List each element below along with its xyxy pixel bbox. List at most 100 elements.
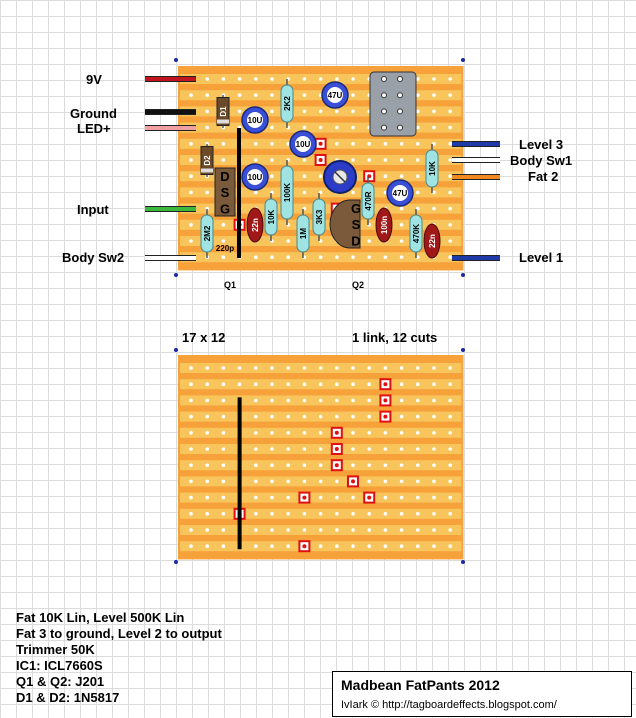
hole bbox=[189, 382, 193, 387]
hole bbox=[189, 495, 193, 500]
hole bbox=[448, 93, 453, 97]
hole bbox=[205, 447, 209, 451]
hole bbox=[399, 544, 404, 548]
hole bbox=[367, 239, 372, 243]
hole bbox=[416, 206, 420, 211]
hole bbox=[205, 528, 209, 532]
hole bbox=[448, 495, 453, 500]
label-input: Input bbox=[77, 202, 109, 217]
hole bbox=[254, 382, 258, 387]
hole bbox=[448, 109, 453, 114]
hole bbox=[335, 479, 339, 484]
resistor-body bbox=[296, 214, 310, 253]
hole bbox=[286, 431, 291, 435]
hole bbox=[189, 158, 193, 162]
hole bbox=[383, 366, 388, 370]
hole bbox=[416, 158, 420, 162]
hole bbox=[448, 206, 453, 211]
hole bbox=[205, 125, 209, 130]
hole bbox=[254, 77, 258, 81]
resistor-label: 2K2 bbox=[283, 96, 292, 111]
cut-hole bbox=[302, 544, 307, 549]
hole bbox=[270, 447, 274, 451]
hole bbox=[318, 479, 323, 484]
hole bbox=[189, 93, 193, 97]
hole bbox=[399, 414, 404, 419]
cut-hole bbox=[383, 382, 388, 387]
hole bbox=[302, 93, 307, 97]
hole bbox=[302, 479, 307, 484]
hole bbox=[383, 495, 388, 500]
hole bbox=[351, 414, 355, 419]
resistor-r_3k3: 3K3 bbox=[312, 193, 326, 241]
hole bbox=[270, 528, 274, 532]
hole bbox=[367, 463, 372, 468]
hole bbox=[286, 495, 291, 500]
hole bbox=[416, 544, 420, 548]
corner-marker bbox=[461, 273, 465, 277]
hole bbox=[270, 512, 274, 516]
hole bbox=[335, 528, 339, 532]
hole bbox=[432, 366, 436, 370]
hole bbox=[399, 142, 404, 146]
film-cap-body bbox=[246, 207, 264, 243]
hole bbox=[399, 223, 404, 227]
hole bbox=[432, 414, 436, 419]
hole bbox=[351, 142, 355, 146]
jfet-pin-label: D bbox=[351, 233, 360, 248]
hole bbox=[448, 463, 453, 468]
hole bbox=[432, 398, 436, 403]
corner-marker bbox=[174, 273, 178, 277]
hole bbox=[254, 463, 258, 468]
electrolytic-top bbox=[247, 169, 263, 185]
hole bbox=[448, 239, 453, 243]
corner-marker bbox=[174, 58, 178, 62]
cut-hole bbox=[334, 463, 339, 468]
hole bbox=[383, 512, 388, 516]
hole bbox=[254, 398, 258, 403]
hole bbox=[237, 366, 242, 370]
hole bbox=[237, 77, 242, 81]
hole bbox=[189, 239, 193, 243]
hole bbox=[302, 77, 307, 81]
corner-marker bbox=[174, 348, 178, 352]
jfet-body bbox=[214, 167, 236, 217]
hole bbox=[254, 93, 258, 97]
hole bbox=[270, 109, 274, 114]
resistor-body bbox=[280, 84, 294, 123]
hole bbox=[416, 255, 420, 259]
hole bbox=[221, 495, 226, 500]
hole bbox=[448, 190, 453, 195]
hole bbox=[351, 125, 355, 130]
hole bbox=[335, 366, 339, 370]
hole bbox=[221, 447, 226, 451]
hole bbox=[221, 382, 226, 387]
hole bbox=[399, 495, 404, 500]
hole bbox=[399, 398, 404, 403]
hole bbox=[351, 447, 355, 451]
diode-band bbox=[217, 119, 229, 124]
hole bbox=[335, 125, 339, 130]
notes-block: Fat 10K Lin, Level 500K Lin Fat 3 to gro… bbox=[16, 610, 222, 706]
hole bbox=[335, 142, 339, 146]
parts-layer: 2K2100K10K1M3K3470R10K470K2M2D1D247U10U1… bbox=[145, 58, 500, 564]
hole bbox=[270, 77, 274, 81]
resistor-body bbox=[312, 198, 326, 236]
hole bbox=[318, 447, 323, 451]
hole bbox=[383, 431, 388, 435]
hole bbox=[448, 398, 453, 403]
hole bbox=[189, 544, 193, 548]
hole bbox=[399, 255, 404, 259]
hole bbox=[302, 382, 307, 387]
hole bbox=[318, 544, 323, 548]
hole bbox=[205, 495, 209, 500]
electrolytic-label: 47U bbox=[328, 91, 343, 100]
hole bbox=[448, 382, 453, 387]
hole bbox=[399, 447, 404, 451]
label-level1: Level 1 bbox=[519, 250, 563, 265]
hole bbox=[399, 528, 404, 532]
hole bbox=[205, 479, 209, 484]
hole bbox=[335, 512, 339, 516]
hole bbox=[351, 109, 355, 114]
hole bbox=[351, 93, 355, 97]
